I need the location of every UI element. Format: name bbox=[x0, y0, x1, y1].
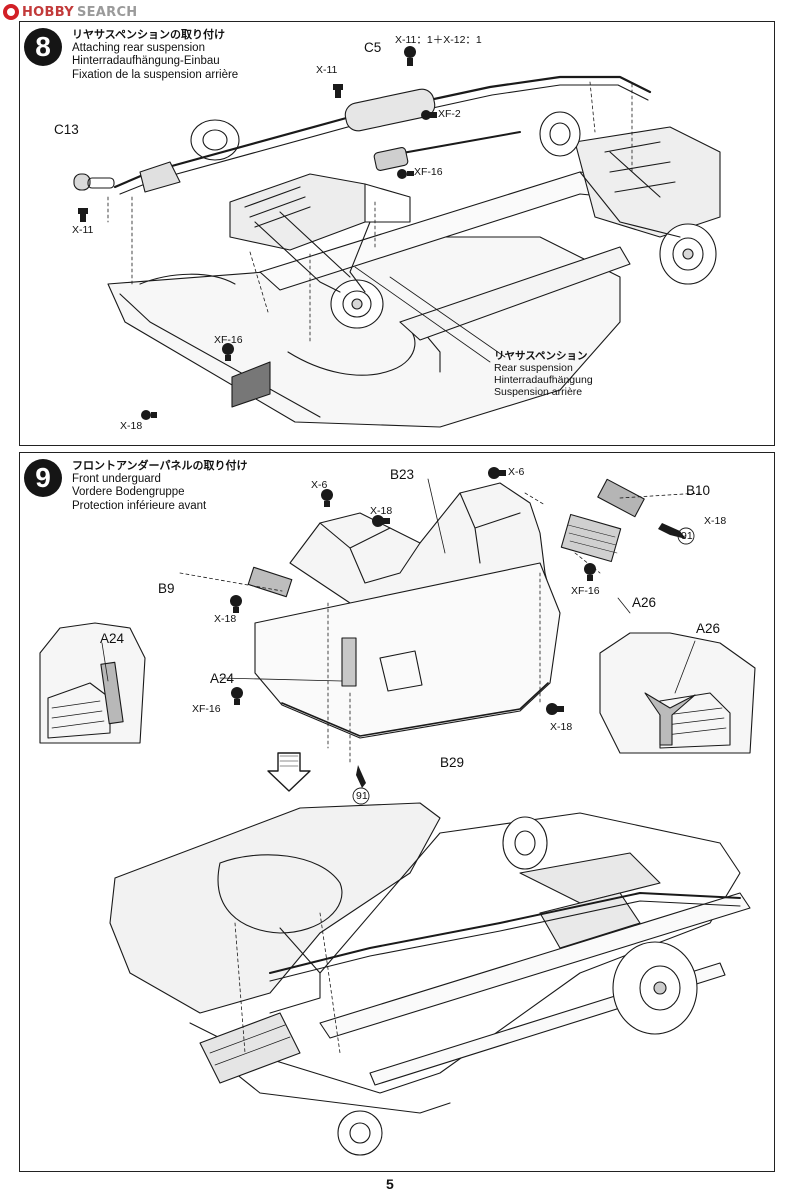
paint-label-x18-d: X-18 bbox=[550, 721, 573, 733]
step-number-badge: 9 bbox=[24, 459, 62, 497]
part-label-a24-a: A24 bbox=[100, 631, 125, 646]
step-9-title-en: Front underguard bbox=[72, 472, 161, 485]
step-9-titles: フロントアンダーパネルの取り付け Front underguard Vorder… bbox=[72, 459, 247, 513]
paint-label-x6-a: X-6 bbox=[508, 466, 525, 478]
paint-label-x11-b: X-11 bbox=[72, 224, 94, 236]
paint-label-xf16-b: XF-16 bbox=[192, 703, 221, 715]
part-label-b10: B10 bbox=[686, 483, 711, 498]
callout-jp: リヤサスペンション bbox=[494, 350, 588, 362]
step-8-titles: リヤサスペンションの取り付け Attaching rear suspension… bbox=[72, 28, 238, 82]
part-label-a26-a: A26 bbox=[632, 595, 657, 610]
part-label-b23: B23 bbox=[390, 467, 415, 482]
watermark: HOBBY SEARCH bbox=[3, 3, 138, 21]
step-8-title-en: Attaching rear suspension bbox=[72, 41, 205, 54]
paint-label-x18-c: X-18 bbox=[214, 613, 237, 625]
paint-label-x11-a: X-11 bbox=[316, 64, 338, 76]
paint-label-xf16-a: XF-16 bbox=[414, 166, 443, 178]
step-8-title-de: Hinterradaufhängung-Einbau bbox=[72, 55, 220, 67]
paint-label-xf16-a: XF-16 bbox=[571, 585, 600, 597]
part-label-c5: C5 bbox=[364, 40, 382, 55]
paint-label-x18: X-18 bbox=[120, 420, 143, 432]
step-9-title-jp: フロントアンダーパネルの取り付け bbox=[72, 459, 248, 472]
step-number-badge: 8 bbox=[24, 28, 62, 66]
callout-de: Hinterradaufhängung bbox=[494, 374, 593, 386]
part-label-c13: C13 bbox=[54, 122, 79, 137]
paint-mix-label: X-11：1＋X-12：1 bbox=[395, 34, 482, 46]
watermark-brand-a: HOBBY bbox=[22, 4, 74, 20]
part-label-a26-b: A26 bbox=[696, 621, 721, 636]
brand-logo-icon bbox=[3, 4, 19, 20]
paint-label-x18-a: X-18 bbox=[370, 505, 393, 517]
paint-label-xf16-b: XF-16 bbox=[214, 334, 243, 346]
step-8-title-fr: Fixation de la suspension arrière bbox=[72, 68, 239, 81]
step-8-title-jp: リヤサスペンションの取り付け bbox=[72, 28, 226, 41]
rear-suspension-drawing bbox=[73, 46, 721, 428]
watermark-brand-b: SEARCH bbox=[76, 4, 138, 20]
step-9-panel: 9 フロントアンダーパネルの取り付け Front underguard Vord… bbox=[19, 452, 775, 1172]
callout-en: Rear suspension bbox=[494, 362, 573, 374]
page-number: 5 bbox=[386, 1176, 394, 1192]
paint-label-x18-b: X-18 bbox=[704, 515, 727, 527]
callout-fr: Suspension arrière bbox=[494, 386, 583, 398]
number-label-91-b: 91 bbox=[356, 790, 368, 802]
part-label-b9: B9 bbox=[158, 581, 175, 596]
rear-suspension-callout: リヤサスペンション Rear suspension Hinterradaufhä… bbox=[494, 350, 593, 398]
part-label-b29: B29 bbox=[440, 755, 465, 770]
step-9-title-fr: Protection inférieure avant bbox=[72, 499, 207, 512]
front-underguard-drawing bbox=[39, 467, 756, 1156]
number-label-91-a: 91 bbox=[681, 530, 693, 542]
paint-label-x6-b: X-6 bbox=[311, 479, 328, 491]
step-9-title-de: Vordere Bodengruppe bbox=[72, 486, 185, 498]
part-label-a24-b: A24 bbox=[210, 671, 235, 686]
step-8-panel: 8 リヤサスペンションの取り付け Attaching rear suspensi… bbox=[19, 21, 775, 446]
paint-label-xf2: XF-2 bbox=[438, 108, 461, 120]
